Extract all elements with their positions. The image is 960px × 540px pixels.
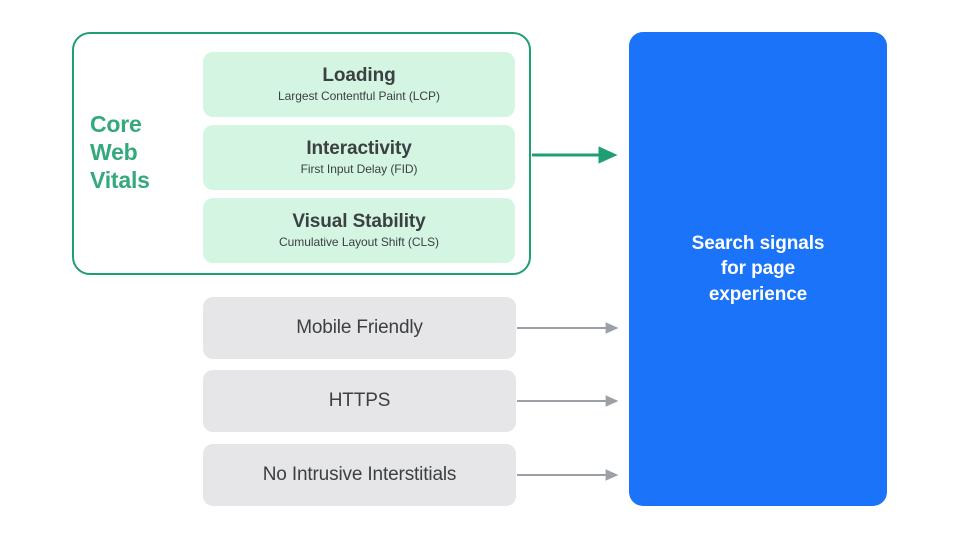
- vital-subtitle-visual-stability: Cumulative Layout Shift (CLS): [279, 234, 439, 249]
- core-web-vitals-label-line-2: Web: [90, 139, 138, 166]
- vital-subtitle-interactivity: First Input Delay (FID): [300, 161, 418, 176]
- signal-box-https: HTTPS: [203, 370, 516, 432]
- vital-box-visual-stability: Visual Stability Cumulative Layout Shift…: [203, 198, 515, 263]
- signal-label-no-intrusive-interstitials: No Intrusive Interstitials: [262, 464, 457, 485]
- core-web-vitals-label: Core Web Vitals: [90, 110, 194, 194]
- vital-title-loading: Loading: [322, 64, 396, 86]
- core-web-vitals-label-line-3: Vitals: [90, 167, 150, 194]
- core-web-vitals-label-line-1: Core: [90, 111, 142, 137]
- signal-label-https: HTTPS: [328, 390, 391, 411]
- search-signals-box: Search signals for page experience: [629, 32, 887, 506]
- vital-title-interactivity: Interactivity: [306, 137, 412, 159]
- signal-box-mobile-friendly: Mobile Friendly: [203, 297, 516, 359]
- search-signals-text: Search signals for page experience: [692, 231, 825, 308]
- vital-box-loading: Loading Largest Contentful Paint (LCP): [203, 52, 515, 117]
- vital-title-visual-stability: Visual Stability: [292, 210, 426, 232]
- vital-box-interactivity: Interactivity First Input Delay (FID): [203, 125, 515, 190]
- signal-label-mobile-friendly: Mobile Friendly: [296, 317, 423, 338]
- vital-subtitle-loading: Largest Contentful Paint (LCP): [278, 88, 440, 103]
- signal-box-no-intrusive-interstitials: No Intrusive Interstitials: [203, 444, 516, 506]
- search-signals-line-1: Search signals: [691, 232, 825, 254]
- search-signals-line-2: for page: [720, 258, 796, 280]
- search-signals-line-3: experience: [708, 283, 808, 305]
